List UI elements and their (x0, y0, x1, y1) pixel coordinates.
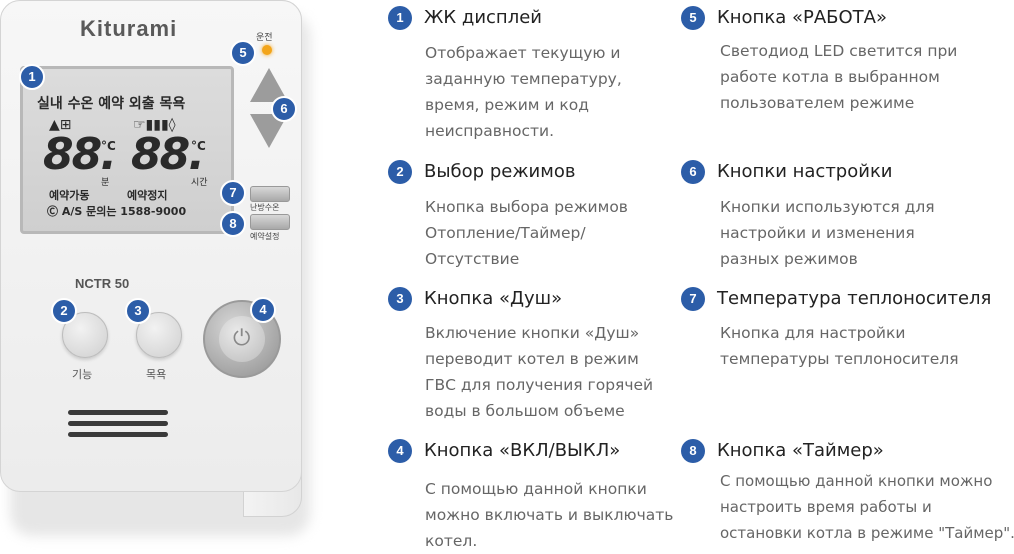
item-desc-line: С помощью данной кнопки можно (720, 472, 993, 490)
item-title-4: Кнопка «ВКЛ/ВЫКЛ» (424, 440, 621, 461)
item-desc-2: Кнопка выбора режимов Отопление/Таймер/ … (425, 194, 628, 272)
item-desc-1: Отображает текущую и заданную температур… (425, 40, 622, 144)
callout-badge-8: 8 (220, 211, 246, 237)
model-label: NCTR 50 (75, 276, 130, 291)
shower-button-label: 목욕 (146, 368, 167, 381)
item-desc-line: переводит котел в режим (425, 350, 639, 368)
power-button[interactable]: ⏻ (203, 300, 281, 378)
lcd-reserve-off: 예약정지 (127, 189, 168, 202)
lcd-unit-left: 분 (101, 178, 110, 188)
item-badge-2: 2 (388, 160, 412, 184)
item-badge-8: 8 (681, 439, 705, 463)
item-desc-line: Отображает текущую и (425, 44, 621, 62)
item-desc-5: Светодиод LED светится при работе котла … (720, 38, 957, 116)
callout-badge-2: 2 (51, 298, 77, 324)
item-desc-line: настройки и изменения (720, 224, 915, 242)
item-desc-line: температуры теплоносителя (720, 350, 959, 368)
callout-badge-4: 4 (250, 297, 276, 323)
lcd-icons-right: ☞▮▮▮◊ (133, 117, 176, 133)
item-badge-6: 6 (681, 160, 705, 184)
speaker-slot (68, 421, 168, 426)
power-icon: ⏻ (233, 326, 251, 351)
callout-badge-7: 7 (220, 180, 246, 206)
coolant-temp-label: 난방수온 (250, 203, 280, 212)
speaker-slot (68, 432, 168, 437)
power-button-face: ⏻ (219, 316, 265, 362)
item-desc-line: неисправности. (425, 122, 555, 140)
callout-badge-3: 3 (125, 298, 151, 324)
item-desc-line: Кнопка выбора режимов (425, 198, 628, 216)
item-desc-line: Кнопки используются для (720, 198, 935, 216)
item-title-8: Кнопка «Таймер» (717, 440, 884, 461)
status-led (262, 45, 272, 55)
brand-logo: Kiturami (80, 16, 178, 41)
item-desc-line: ГВС для получения горячей (425, 376, 654, 394)
item-desc-line: Светодиод LED светится при (720, 42, 958, 60)
item-title-3: Кнопка «Душ» (424, 288, 563, 309)
callout-badge-1: 1 (19, 64, 45, 90)
mode-button-label: 기능 (72, 368, 93, 381)
item-desc-line: можно включать и выключать (425, 506, 674, 524)
lcd-digits-left: 88. (43, 129, 117, 180)
lcd-as-line: Ⓒ A/S 문의는 1588-9000 (47, 205, 187, 218)
lcd-unit-right: 시간 (191, 178, 208, 188)
item-desc-line: остановки котла в режиме "Таймер". (720, 524, 1014, 542)
item-desc-line: время, режим и код (425, 96, 589, 114)
item-badge-5: 5 (681, 6, 705, 30)
item-title-5: Кнопка «РАБОТА» (717, 7, 887, 28)
lcd-reserve-on: 예약가동 (49, 189, 90, 202)
item-desc-line: воды в большом объеме (425, 402, 625, 420)
item-desc-line: разных режимов (720, 250, 858, 268)
item-desc-3: Включение кнопки «Душ» переводит котел в… (425, 320, 653, 424)
item-desc-line: Кнопка для настройки (720, 324, 906, 342)
lcd-celsius-left: °C (101, 139, 116, 153)
item-desc-line: заданную температуру, (425, 70, 622, 88)
item-desc-line: Отопление/Таймер/ (425, 224, 586, 242)
item-desc-line: С помощью данной кнопки (425, 480, 647, 498)
item-title-7: Температура теплоносителя (717, 288, 992, 309)
item-desc-line: Отсутствие (425, 250, 520, 268)
item-desc-line: настроить время работы и (720, 498, 932, 516)
item-badge-4: 4 (388, 439, 412, 463)
item-desc-line: Включение кнопки «Душ» (425, 324, 640, 342)
item-desc-8: С помощью данной кнопки можно настроить … (720, 468, 1014, 546)
coolant-temp-button[interactable] (250, 186, 290, 202)
speaker-slot (68, 410, 168, 415)
item-desc-4: С помощью данной кнопки можно включать и… (425, 476, 673, 554)
callout-badge-5: 5 (230, 40, 256, 66)
item-desc-line: пользователем режиме (720, 94, 915, 112)
item-desc-6: Кнопки используются для настройки и изме… (720, 194, 935, 272)
item-badge-1: 1 (388, 6, 412, 30)
item-badge-3: 3 (388, 287, 412, 311)
item-title-6: Кнопки настройки (717, 161, 893, 182)
item-title-2: Выбор режимов (424, 161, 576, 182)
lcd-icons-left: ▲⊞ (49, 117, 72, 133)
lcd-digits-right: 88. (131, 129, 205, 180)
lcd-celsius-right: °C (191, 139, 206, 153)
lcd-mode-row: 실내 수온 예약 외출 목욕 (37, 96, 186, 112)
lcd-display: 실내 수온 예약 외출 목욕 ▲⊞ ☞▮▮▮◊ 88. °C 분 88. °C … (20, 66, 234, 234)
item-desc-7: Кнопка для настройки температуры теплоно… (720, 320, 959, 372)
timer-button-label: 예약설정 (250, 232, 280, 241)
item-title-1: ЖК дисплей (424, 7, 542, 28)
timer-button[interactable] (250, 214, 290, 230)
item-desc-line: котел. (425, 532, 478, 550)
led-label: 운전 (256, 33, 273, 43)
callout-badge-6: 6 (271, 96, 297, 122)
item-desc-line: работе котла в выбранном (720, 68, 940, 86)
item-badge-7: 7 (681, 287, 705, 311)
